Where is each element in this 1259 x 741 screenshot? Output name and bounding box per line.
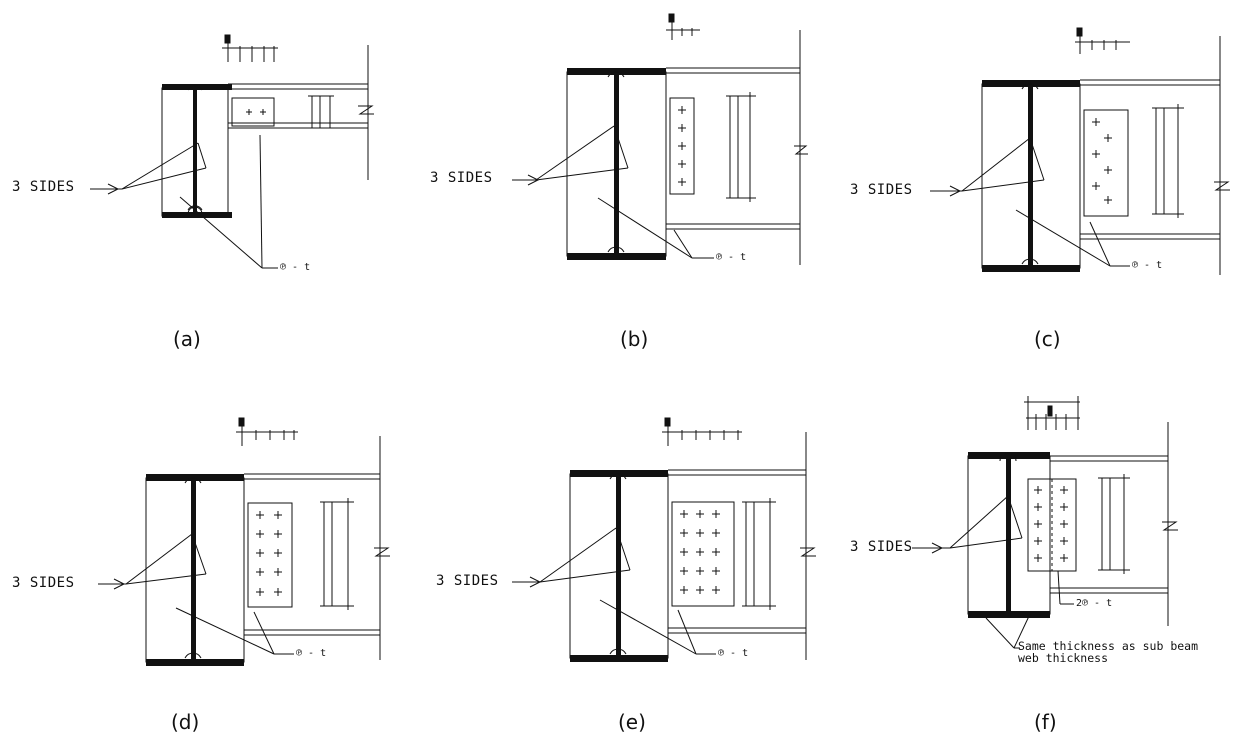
caption-e: (e) (618, 710, 646, 734)
weld-label-b: 3 SIDES (430, 170, 493, 186)
bolts-e (680, 510, 720, 594)
caption-f: (f) (1034, 710, 1057, 734)
column-d (146, 478, 244, 662)
top-dimension-e (662, 418, 742, 446)
top-dimension-c (1075, 28, 1130, 54)
bolts-b (678, 106, 686, 186)
note-line-1: Same thickness as sub beam (1018, 639, 1199, 653)
weld-label-c: 3 SIDES (850, 182, 913, 198)
column-c (982, 84, 1080, 268)
shear-plate-a (232, 98, 274, 126)
plate-label-b: ℗ - t (716, 252, 747, 263)
plate-label-e: ℗ - t (718, 648, 749, 659)
caption-d: (d) (171, 710, 200, 734)
shear-plate-e (672, 502, 734, 606)
caption-a: (a) (173, 327, 201, 351)
bolts-c (1092, 118, 1112, 204)
plate-label-f: 2℗ - t (1076, 598, 1113, 609)
shear-plate-c (1084, 110, 1128, 216)
top-dimension-b (666, 14, 700, 40)
plate-label-a: ℗ - t (280, 262, 311, 273)
shear-plate-b (670, 98, 694, 194)
column-a (162, 88, 228, 216)
shear-plate-f (1028, 479, 1076, 571)
weld-label-f: 3 SIDES (850, 539, 913, 555)
weld-label-d: 3 SIDES (12, 575, 75, 591)
bolts-f (1034, 486, 1068, 562)
top-dimension-f (1024, 396, 1080, 430)
top-dimension-a (222, 35, 278, 62)
weld-label-e: 3 SIDES (436, 573, 499, 589)
column-e (570, 474, 668, 658)
plate-label-d: ℗ - t (296, 648, 327, 659)
caption-c: (c) (1034, 327, 1061, 351)
caption-b: (b) (620, 327, 649, 351)
column-b (567, 72, 666, 256)
note-line-2: web thickness (1018, 651, 1109, 665)
plate-label-c: ℗ - t (1132, 260, 1163, 271)
bolts-d (256, 511, 282, 596)
shear-plate-d (248, 503, 292, 607)
weld-label-a: 3 SIDES (12, 179, 75, 195)
top-dimension-d (236, 418, 298, 446)
column-f (968, 456, 1050, 614)
